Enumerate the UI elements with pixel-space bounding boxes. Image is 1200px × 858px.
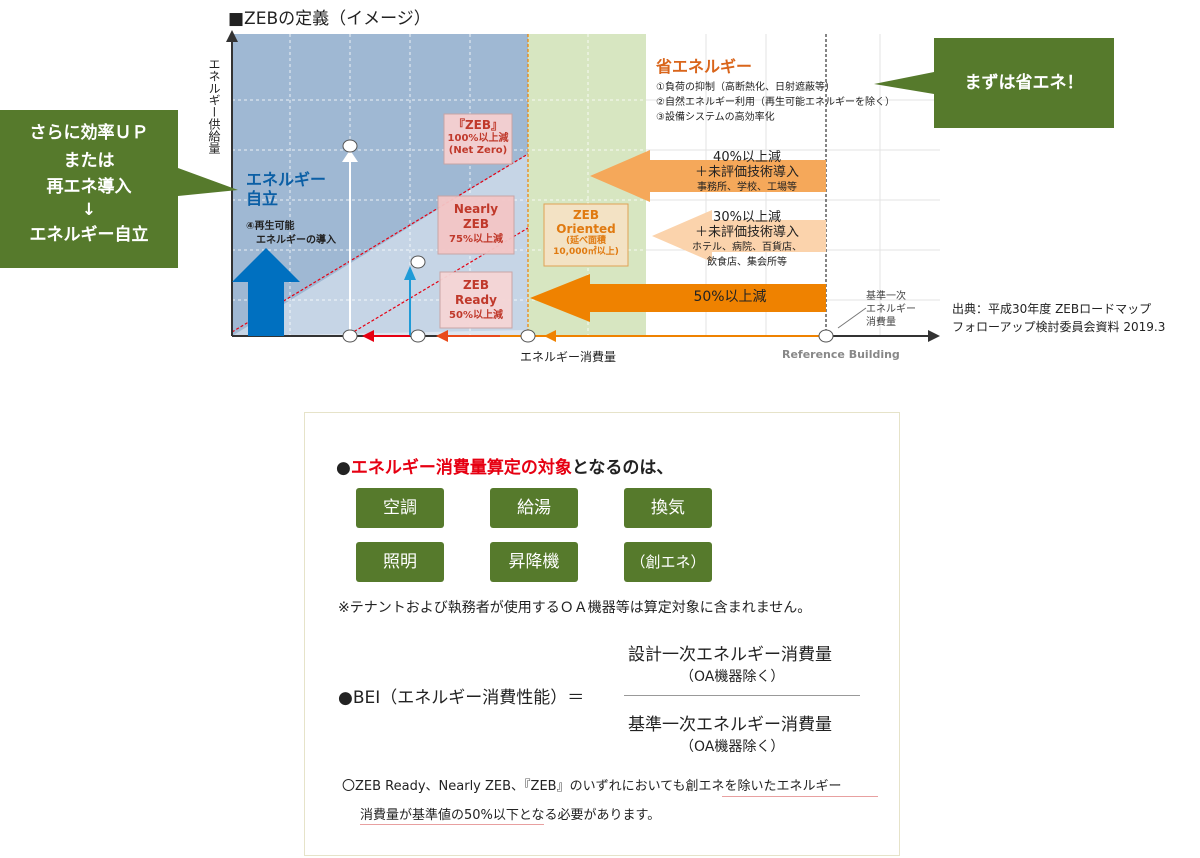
zeb-line: 75%以上減	[449, 234, 503, 245]
bei-numerator-sub: （OA機器除く）	[680, 669, 785, 685]
source-line: フォローアップ検討委員会資料 2019.3	[952, 320, 1166, 334]
callout-self-sufficiency: さらに効率ＵＰ または 再エネ導入 ↓ エネルギー自立	[0, 110, 178, 268]
y-axis-label: エネルギー供給量	[207, 58, 221, 154]
target-elevator: 昇降機	[490, 542, 578, 582]
zeb-line: 100%以上減	[447, 133, 509, 144]
zeb-line: ZEB	[462, 278, 490, 292]
zeb-diagram	[178, 30, 940, 343]
target-hot-water: 給湯	[490, 488, 578, 528]
reference-building-label: Reference Building	[782, 348, 900, 361]
arrow-40-percent	[590, 150, 826, 202]
energy-saving-list: ①負荷の抑制（高断熱化、日射遮蔽等） ②自然エネルギー利用（再生可能エネルギーを…	[656, 80, 895, 125]
baseline-label: 基準一次 エネルギー 消費量	[866, 290, 916, 329]
arrow-line: 30%以上減	[713, 210, 781, 225]
bei-denominator: 基準一次エネルギー消費量	[628, 715, 832, 735]
heading-line: エネルギー	[246, 170, 327, 189]
zeb-line: Ready	[455, 293, 497, 307]
arrow-sub: ホテル、病院、百貨店、	[692, 242, 802, 253]
calc-target-panel	[304, 412, 900, 856]
arrow-line: 40%以上減	[713, 150, 781, 165]
arrow-line: ＋未評価技術導入	[694, 225, 799, 240]
callout-line: または	[63, 151, 115, 171]
list-item: ①負荷の抑制（高断熱化、日射遮蔽等）	[656, 82, 835, 93]
renewable-item: ④再生可能 エネルギーの導入	[246, 220, 336, 248]
arrow-line: ＋未評価技術導入	[694, 165, 799, 180]
bei-numerator: 設計一次エネルギー消費量	[628, 645, 832, 665]
arrow-30-label: 30%以上減 ＋未評価技術導入 ホテル、病院、百貨店、 飲食店、集会所等	[672, 210, 822, 270]
down-arrow-icon: ↓	[81, 200, 97, 220]
energy-saving-heading: 省エネルギー	[656, 57, 753, 76]
bei-label: ●BEI（エネルギー消費性能）＝	[338, 688, 585, 708]
self-sufficiency-heading: エネルギー 自立	[246, 170, 326, 208]
zeb-line: 『ZEB』	[452, 118, 504, 132]
zeb-ready-label: ZEB Ready 50%以上減	[440, 278, 512, 323]
callout-line: エネルギー自立	[29, 225, 149, 245]
target-ventilation: 換気	[624, 488, 712, 528]
zeb-oriented-label: ZEB Oriented (延べ面積 10,000㎡以上)	[544, 208, 628, 258]
bei-denominator-sub: （OA機器除く）	[680, 739, 785, 755]
target-generation: （創エネ）	[624, 542, 712, 582]
arrow-sub: 飲食店、集会所等	[707, 257, 787, 268]
baseline-line: エネルギー	[866, 304, 916, 315]
panel-note: ※テナントおよび執務者が使用するＯＡ機器等は算定対象に含まれません。	[338, 600, 812, 616]
heading-line: 自立	[246, 189, 279, 208]
footnote-line-1: 〇ZEB Ready、Nearly ZEB、『ZEB』のいずれにおいても創エネを…	[342, 779, 842, 794]
target-lighting: 照明	[356, 542, 444, 582]
item-line: ④再生可能	[246, 221, 295, 232]
heading-rest: となるのは、	[571, 458, 674, 478]
zeb-line: ZEB	[572, 208, 600, 222]
list-item: ③設備システムの高効率化	[656, 112, 775, 123]
callout-energy-saving-first: まずは省エネ！	[934, 38, 1114, 128]
bullet: ●	[336, 458, 351, 478]
baseline-line: 基準一次	[866, 291, 906, 302]
arrow-50-label: 50%以上減	[693, 289, 767, 305]
list-item: ②自然エネルギー利用（再生可能エネルギーを除く）	[656, 97, 895, 108]
source-line: 出典：平成30年度 ZEBロードマップ	[952, 302, 1152, 316]
baseline-line: 消費量	[866, 317, 896, 328]
arrow-50-percent	[530, 274, 826, 322]
fraction-line	[624, 695, 860, 696]
arrow-sub: 事務所、学校、工場等	[697, 182, 797, 193]
energy-self-arrow	[232, 248, 300, 336]
heading-red: エネルギー消費量算定の対象	[350, 458, 572, 478]
zeb-line: (Net Zero)	[448, 145, 508, 156]
callout-line: 再エネ導入	[46, 177, 132, 197]
target-aircon: 空調	[356, 488, 444, 528]
page-title: ■ZEBの定義（イメージ）	[228, 9, 431, 29]
nearly-zeb-label: Nearly ZEB 75%以上減	[438, 202, 514, 247]
zeb-line: (延べ面積	[565, 236, 607, 246]
zeb-line: ZEB	[462, 217, 490, 231]
zeb-label: 『ZEB』 100%以上減 (Net Zero)	[444, 118, 512, 157]
zeb-line: Nearly	[453, 202, 499, 216]
item-line: エネルギーの導入	[256, 235, 336, 246]
zeb-line: Oriented	[556, 222, 616, 236]
arrow-30-percent	[652, 210, 826, 262]
source-citation: 出典：平成30年度 ZEBロードマップ フォローアップ検討委員会資料 2019.…	[952, 300, 1165, 336]
underline	[360, 824, 544, 825]
x-axis-label: エネルギー消費量	[520, 350, 617, 364]
underline	[722, 796, 878, 797]
zeb-line: 10,000㎡以上)	[553, 247, 619, 257]
zeb-line: 50%以上減	[449, 310, 503, 321]
arrow-40-label: 40%以上減 ＋未評価技術導入 事務所、学校、工場等	[672, 150, 822, 195]
panel-heading: ●エネルギー消費量算定の対象となるのは、	[336, 453, 673, 478]
callout-line: さらに効率ＵＰ	[29, 123, 149, 143]
footnote-line-2: 消費量が基準値の50%以下となる必要があります。	[360, 808, 661, 823]
